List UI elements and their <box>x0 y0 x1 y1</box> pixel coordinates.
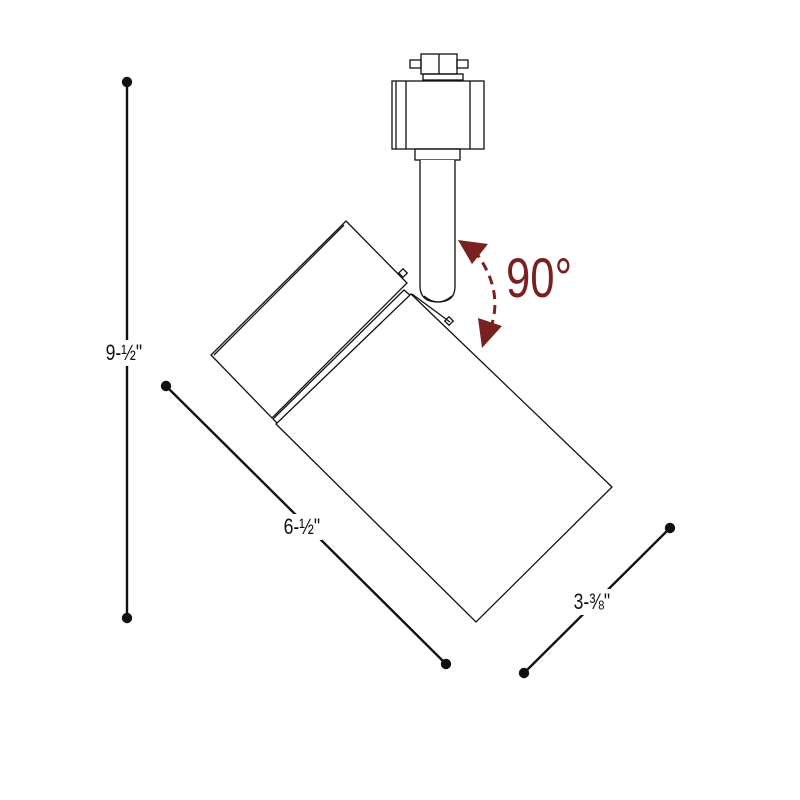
length-label: 6-½" <box>282 514 322 540</box>
track-light-fixture <box>210 53 613 623</box>
height-label: 9-½" <box>104 340 144 366</box>
stem <box>419 160 456 303</box>
main-body <box>275 293 613 623</box>
diameter-label: 3-⅜" <box>572 589 612 615</box>
rotation-angle-label: 90° <box>506 246 573 309</box>
rotation-arrow <box>458 240 502 348</box>
arrowhead-up-icon <box>458 240 488 264</box>
track-adapter <box>391 53 485 161</box>
arrowhead-down-icon <box>478 318 502 348</box>
rear-housing <box>210 220 408 419</box>
